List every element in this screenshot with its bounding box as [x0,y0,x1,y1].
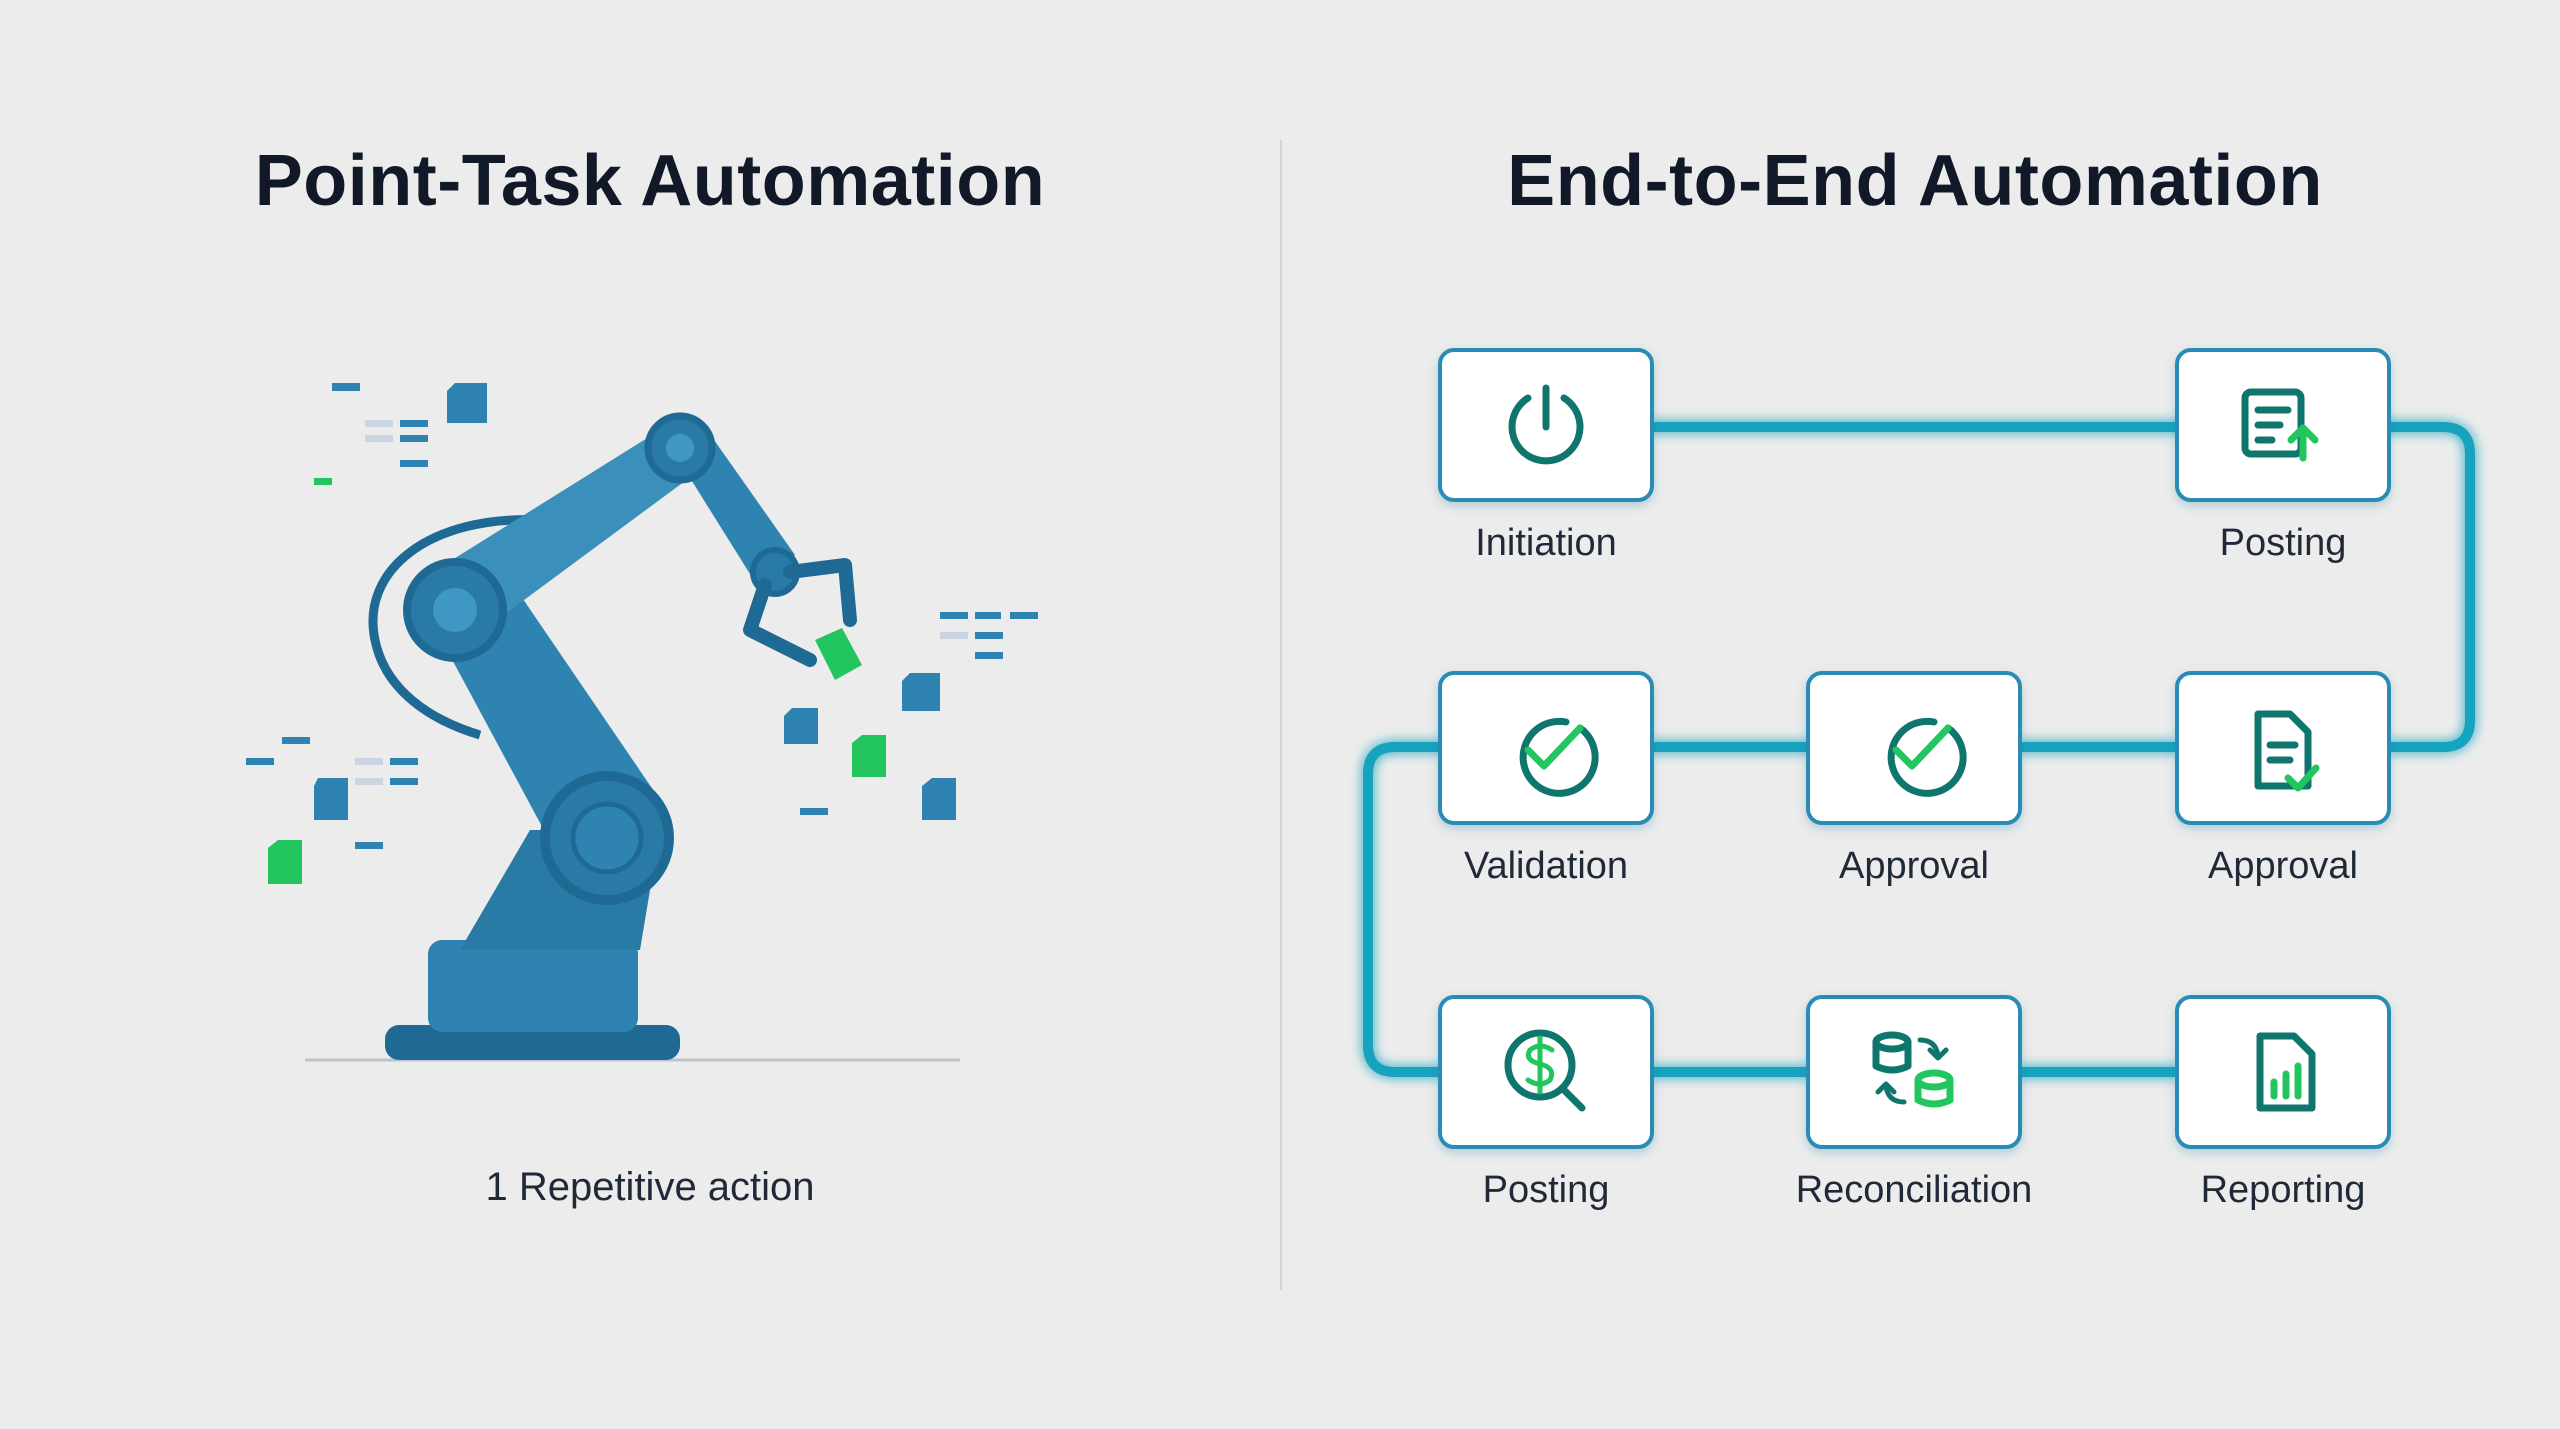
arm-shoulder-joint-inner [433,588,477,632]
node-label-approval-right: Approval [2208,845,2358,887]
document-icon [447,383,487,423]
flow-connectors [1363,422,2475,1077]
data-dash [355,778,383,785]
data-dash [355,842,383,849]
node-box-reporting [2175,995,2391,1149]
floating-data-elements [246,383,1038,884]
node-box-posting-bottom [1438,995,1654,1149]
document-icon [268,840,302,884]
node-label-posting-top: Posting [2219,522,2347,564]
flow-connector-line [1363,742,1445,1077]
data-dash [282,737,310,744]
node-box-approval-mid [1806,671,2022,825]
arm-base-plate [385,1025,680,1060]
node-boxes [1438,348,2391,1149]
node-label-reconciliation: Reconciliation [1795,1169,2033,1211]
data-dash [332,383,360,391]
power-icon [1508,384,1584,465]
node-box-reconciliation [1806,995,2022,1149]
data-dash [400,420,428,427]
data-dash [355,758,383,765]
data-dash [800,808,828,815]
check-circle-icon [1887,717,1967,797]
document-icon [314,778,348,820]
data-dash [975,652,1003,659]
data-dash [390,758,418,765]
panel-divider [1280,140,1282,1290]
arm-gripper-left [743,578,817,667]
node-label-reporting: Reporting [2200,1169,2366,1211]
data-dash [365,435,393,442]
data-dash [400,460,428,467]
right-panel-title: End-to-End Automation [1507,141,2323,221]
document-icon [852,735,886,777]
node-label-posting-bottom: Posting [1482,1169,1610,1211]
arm-base-joint-inner [570,801,644,875]
document-check-icon [2254,710,2320,792]
data-dash [940,632,968,639]
data-dash [246,758,274,765]
arm-elbow-joint-inner [666,434,694,462]
node-icons [1504,384,2320,1112]
check-circle-icon [1519,717,1599,797]
node-label-initiation: Initiation [1475,522,1617,564]
data-dash [314,478,332,485]
node-label-validation: Validation [1463,845,1629,887]
data-dash [975,632,1003,639]
document-icon [902,673,940,711]
document-icon [784,708,818,744]
node-box-validation [1438,671,1654,825]
document-upload-icon [2241,388,2319,462]
left-panel-caption: 1 Repetitive action [485,1165,815,1209]
data-dash [940,612,968,619]
data-dash [390,778,418,785]
node-label-approval-mid: Approval [1839,845,1989,887]
held-document-icon [815,628,862,680]
arm-gripper-right [783,558,857,627]
data-dash [1010,612,1038,619]
report-chart-icon [2256,1032,2316,1112]
robot-arm-illustration [305,412,960,1062]
arm-base [428,940,638,1032]
data-dash [975,612,1001,619]
data-dash [365,420,393,427]
data-dash [400,435,428,442]
flow-connector-line [1647,422,2475,752]
left-panel-title: Point-Task Automation [254,141,1046,221]
arm-cable-loop [368,515,541,740]
database-sync-icon [1872,1031,1954,1108]
dollar-search-icon [1504,1029,1586,1112]
document-icon [922,778,956,820]
